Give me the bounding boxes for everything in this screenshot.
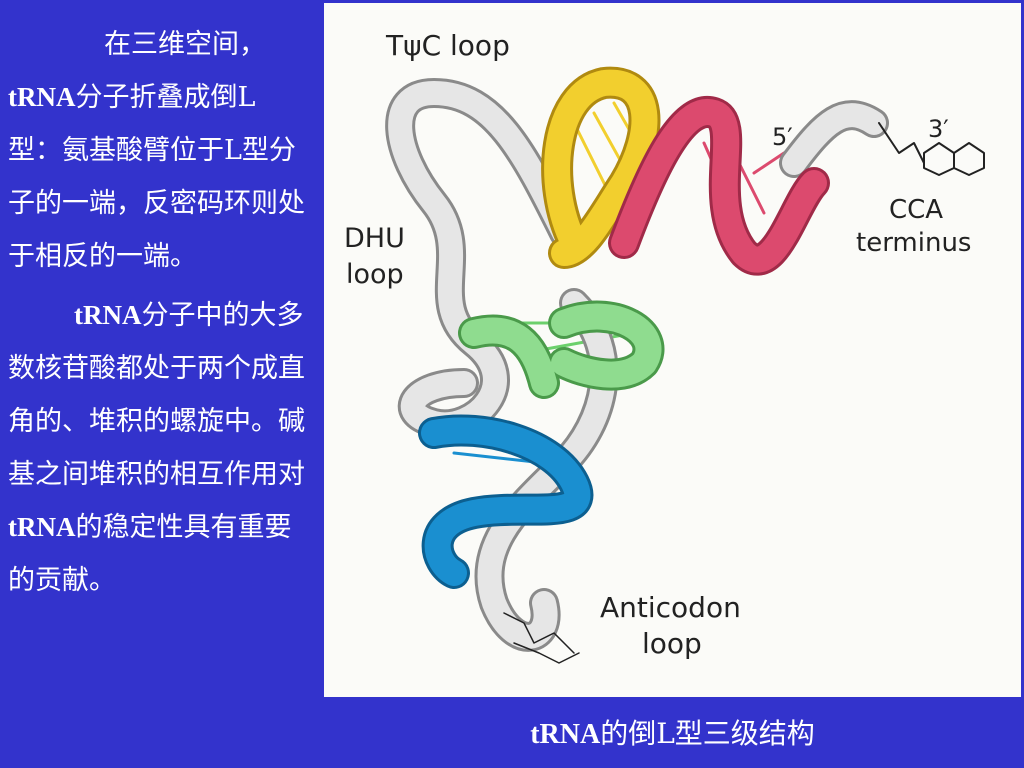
p1-line2: 分子折叠成倒 (75, 82, 238, 113)
paragraph-2: tRNA分子中的大多数核苷酸都处于两个成直角的、堆积的螺旋中。碱基之间堆积的相互… (8, 289, 308, 607)
label-3-prime: 3′ (928, 115, 949, 143)
figure-caption: tRNA的倒L型三级结构 (324, 712, 1021, 752)
label-cca-line2: terminus (856, 228, 971, 258)
cca-molecule (878, 122, 985, 176)
p2-text-b: 的稳定性具有重要的贡献。 (8, 512, 292, 596)
p2-term2: tRNA (8, 512, 76, 542)
p2-term: tRNA (74, 300, 142, 330)
label-cca-line1: CCA (889, 195, 943, 225)
caption-text: 的倒L型三级结构 (600, 717, 815, 750)
label-dhu-line1: DHU (344, 223, 405, 254)
p1-term: tRNA (8, 82, 76, 112)
caption-term: tRNA (530, 719, 601, 750)
p2-text-a: 分子中的大多数核苷酸都处于两个成直角的、堆积的螺旋中。碱基之间堆积的相互作用对 (8, 300, 305, 490)
description-text: 在三维空间， tRNA分子折叠成倒L型：氨基酸臂位于L型分子的一端，反密码环则处… (8, 18, 308, 607)
label-anticodon-line2: loop (642, 627, 702, 660)
label-dhu-line2: loop (346, 259, 404, 290)
label-5-prime: 5′ (772, 123, 793, 151)
trna-structure-diagram: TψC loop 5′ 3′ CCA terminus DHU loop Ant… (344, 29, 985, 664)
paragraph-1: 在三维空间， tRNA分子折叠成倒L型：氨基酸臂位于L型分子的一端，反密码环则处… (8, 18, 308, 283)
label-anticodon-line1: Anticodon (600, 591, 741, 624)
trna-figure: TψC loop 5′ 3′ CCA terminus DHU loop Ant… (324, 3, 1021, 697)
p1-indent: 在三维空间， (104, 29, 266, 60)
anticodon-bases (503, 612, 580, 664)
label-tpsic-loop: TψC loop (385, 29, 510, 62)
p1-rest: L型：氨基酸臂位于L型分子的一端，反密码环则处于相反的一端。 (8, 82, 305, 272)
